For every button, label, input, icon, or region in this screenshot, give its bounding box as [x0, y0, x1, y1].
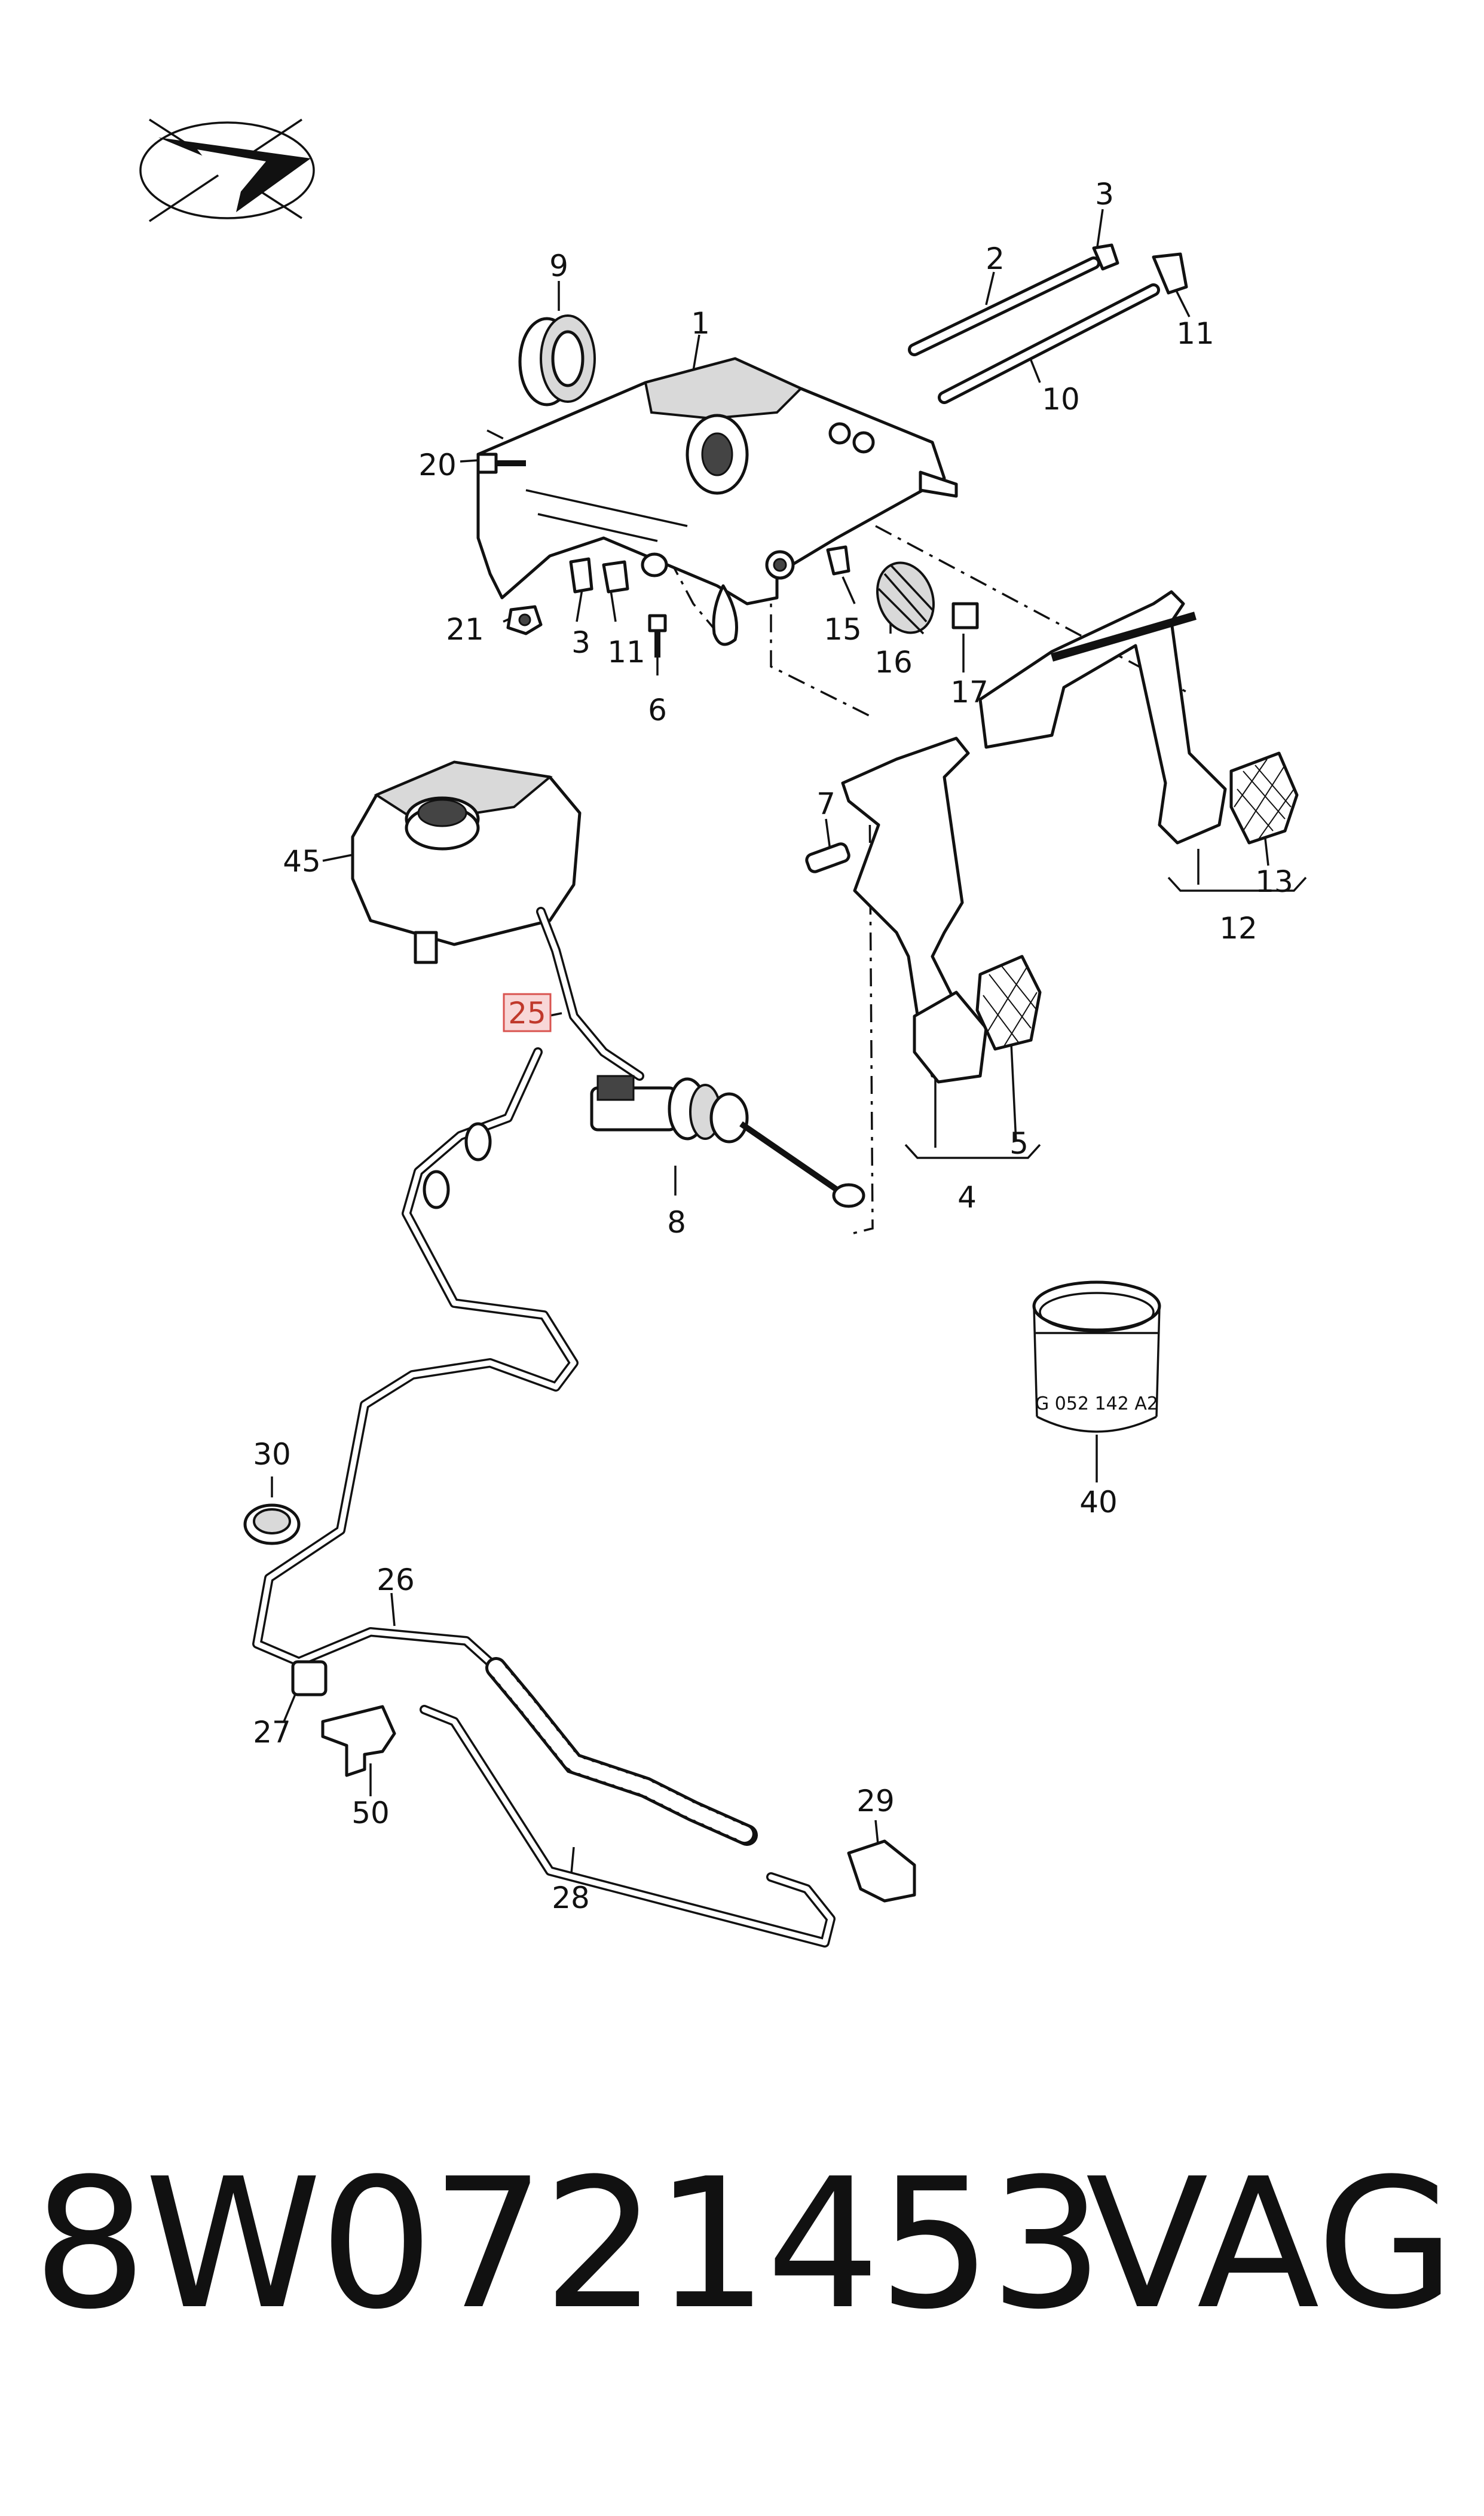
callout-labels: 1 2 3 3 4 5 6 7 8 9 10 11 11 12 13 15 16… [253, 177, 1293, 1915]
callout-26: 26 [377, 1563, 415, 1597]
fluid-reservoir-part [351, 760, 582, 964]
callout-9: 9 [549, 249, 568, 283]
small-parts-part [243, 1503, 916, 1903]
footer: 8W0721453 VAG [33, 2146, 1455, 2343]
callout-16: 16 [874, 645, 913, 680]
grease-container-part: G 052 142 A2 [1032, 1280, 1161, 1433]
brand-name: VAG [1085, 2140, 1455, 2349]
pedal-bracket-part [476, 357, 958, 646]
callout-11-top: 11 [1176, 316, 1214, 351]
callout-45: 45 [283, 844, 321, 879]
return-spring-part [826, 545, 979, 635]
part-number: 8W0721453 [33, 2140, 1104, 2349]
callout-28: 28 [552, 1881, 590, 1915]
callout-15: 15 [824, 612, 862, 647]
bearing-ring-part [518, 314, 596, 406]
clutch-hoses-part [252, 907, 836, 1948]
callout-13: 13 [1255, 864, 1293, 899]
callout-27: 27 [253, 1715, 291, 1750]
callout-29: 29 [856, 1784, 895, 1818]
callout-3-bottom: 3 [571, 625, 590, 660]
callout-21: 21 [446, 612, 484, 647]
callout-25: 25 [508, 996, 546, 1031]
callout-20: 20 [418, 448, 457, 482]
callout-40: 40 [1079, 1485, 1118, 1520]
highlight-box [503, 993, 552, 1032]
fasteners-part [476, 453, 668, 658]
grease-tube-label: G 052 142 A2 [1035, 1393, 1158, 1414]
callout-11-bottom: 11 [607, 635, 645, 669]
callout-6: 6 [648, 693, 667, 727]
callout-2: 2 [986, 241, 1005, 276]
callout-5: 5 [1009, 1126, 1029, 1161]
callout-30: 30 [253, 1437, 291, 1472]
callout-12: 12 [1219, 911, 1257, 946]
callout-3-top: 3 [1095, 177, 1114, 212]
callout-50: 50 [351, 1796, 390, 1830]
clutch-pedal-part [805, 736, 1042, 1084]
callout-8: 8 [667, 1205, 686, 1240]
brake-pedal-part [978, 590, 1299, 845]
direction-arrow-logo-icon [139, 118, 315, 222]
callout-1: 1 [691, 306, 710, 341]
master-cylinder-part [423, 1075, 865, 1209]
callout-4: 4 [957, 1180, 977, 1215]
callout-10: 10 [1042, 382, 1080, 417]
retaining-clips-part [569, 243, 1188, 594]
callout-7: 7 [816, 787, 836, 821]
callout-17: 17 [950, 675, 989, 710]
pedal-shafts-part [908, 256, 1160, 404]
